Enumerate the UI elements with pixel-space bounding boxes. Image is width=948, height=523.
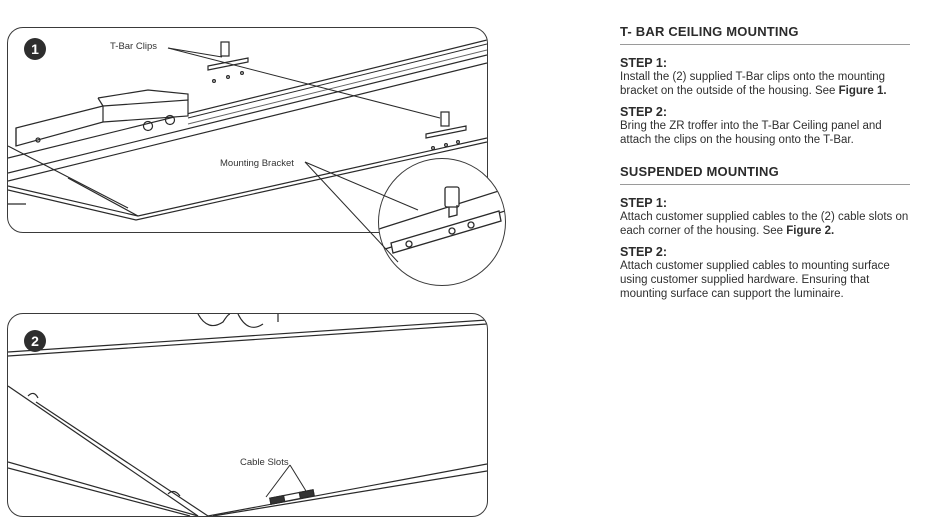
step-text: Attach customer supplied cables to the (…	[620, 210, 910, 238]
figure-reference: Figure 2.	[786, 225, 835, 237]
figure-reference: Figure 1.	[838, 85, 887, 97]
figure-2-number-badge: 2	[24, 330, 46, 352]
tbar-step-1: STEP 1: Install the (2) supplied T-Bar c…	[620, 56, 910, 98]
suspended-step-1: STEP 1: Attach customer supplied cables …	[620, 196, 910, 238]
step-label: STEP 1:	[620, 56, 668, 70]
figure-2-panel: 2 Cable Slots	[7, 313, 488, 517]
figure-1-number-badge: 1	[24, 38, 46, 60]
suspended-mounting-heading: SUSPENDED MOUNTING	[620, 164, 910, 185]
step-text: Install the (2) supplied T-Bar clips ont…	[620, 70, 910, 98]
tbar-mounting-heading: T- BAR CEILING MOUNTING	[620, 24, 910, 45]
step-text: Attach customer supplied cables to mount…	[620, 260, 890, 300]
figure-2-illustration	[8, 314, 487, 516]
step-text-body: Attach customer supplied cables to the (…	[620, 211, 909, 237]
step-text-body: Install the (2) supplied T-Bar clips ont…	[620, 71, 886, 97]
mounting-bracket-callout: Mounting Bracket	[218, 158, 296, 169]
mounting-bracket-detail-circle	[378, 158, 506, 286]
bracket-detail-illustration	[379, 186, 505, 254]
suspended-step-2: STEP 2: Attach customer supplied cables …	[620, 245, 910, 301]
instructions-column: T- BAR CEILING MOUNTING STEP 1: Install …	[620, 24, 910, 308]
step-label: STEP 1:	[620, 196, 668, 210]
step-label: STEP 2:	[620, 245, 668, 259]
cable-slots-callout: Cable Slots	[238, 457, 291, 468]
tbar-clips-callout: T-Bar Clips	[108, 41, 159, 52]
tbar-step-2: STEP 2: Bring the ZR troffer into the T-…	[620, 105, 910, 147]
step-text: Bring the ZR troffer into the T-Bar Ceil…	[620, 120, 882, 146]
step-label: STEP 2:	[620, 105, 668, 119]
